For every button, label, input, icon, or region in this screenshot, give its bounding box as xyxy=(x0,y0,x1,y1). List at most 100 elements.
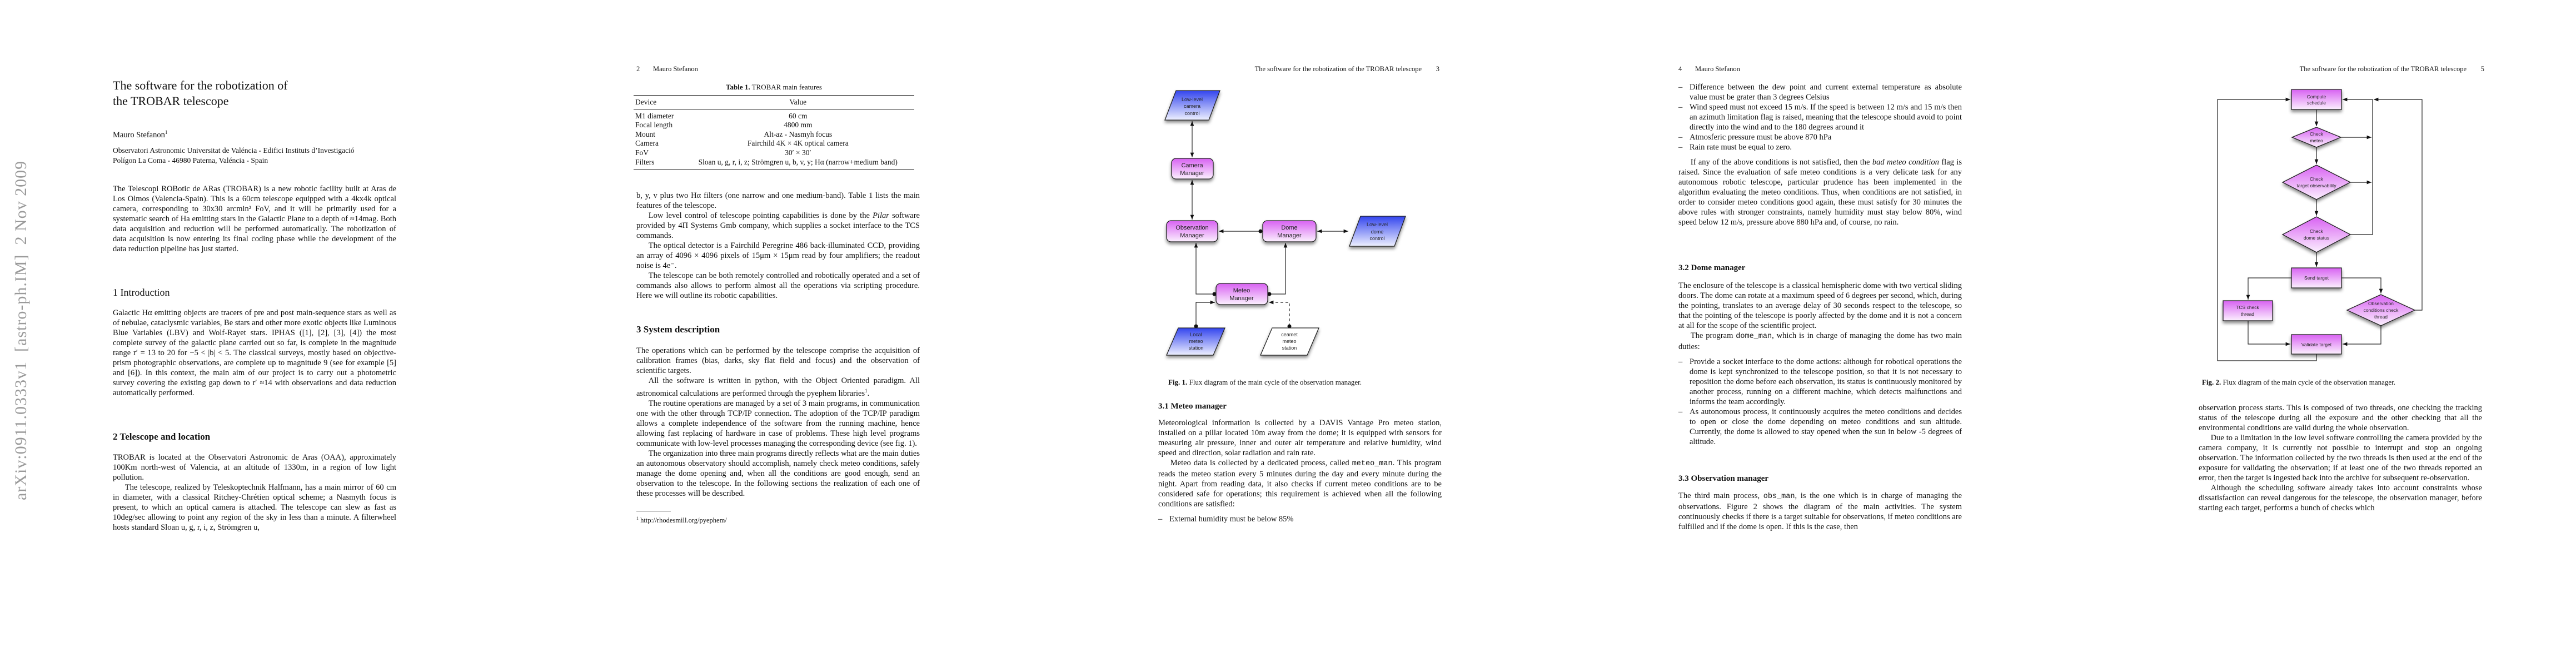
affiliation: Observatori Astronomic Universitat de Va… xyxy=(113,146,424,165)
node-check-meteo xyxy=(2291,127,2342,148)
table-cell: Mount xyxy=(635,130,656,138)
table-1: Table 1. TROBAR main features Device Val… xyxy=(634,83,914,170)
footnote: 1 http://rhodesmill.org/pyephem/ xyxy=(636,514,727,525)
text: All the software is written in python, w… xyxy=(636,376,920,398)
text: If any of the above conditions is not sa… xyxy=(1690,158,1872,167)
paragraph: The program dome_man, which is in charge… xyxy=(1678,331,1962,352)
node-label: Check xyxy=(2310,228,2324,234)
author-sup: 1 xyxy=(165,130,168,135)
node-label: Manager xyxy=(1229,295,1254,302)
program-name: meteo_man xyxy=(1352,460,1393,468)
section-heading: 2 Telescope and location xyxy=(113,431,211,442)
node-label: thread xyxy=(2374,314,2388,320)
section-dome-manager: 3.2 Dome manager The enclosure of the te… xyxy=(1678,262,1962,447)
node-ceamet-meteo-station xyxy=(1260,327,1319,356)
node-label: Meteo xyxy=(1233,287,1250,294)
list-item: –Rain rate must be equal to zero. xyxy=(1678,142,1962,152)
node-label: dome status xyxy=(2304,235,2329,241)
text: flag is raised. Since the evaluation of … xyxy=(1678,158,1962,227)
text: Low level control of telescope pointing … xyxy=(648,211,873,220)
list-item-text: Wind speed must not exceed 15 m/s. If th… xyxy=(1690,103,1962,132)
table-cell: Filters xyxy=(635,157,655,166)
node-label: station xyxy=(1282,345,1297,351)
list-item: –Provide a socket interface to the dome … xyxy=(1678,357,1962,407)
connector xyxy=(2248,321,2290,346)
running-head: Mauro Stefanon xyxy=(1695,65,1740,73)
bullet-dash: – xyxy=(1678,357,1683,366)
node-low-level-camera-control xyxy=(1164,90,1220,121)
node-send-target xyxy=(2291,267,2342,288)
list-item: –As autonomous process, it continuously … xyxy=(1678,407,1962,447)
list-item-text: As autonomous process, it continuously a… xyxy=(1690,407,1962,446)
running-header: The software for the robotization of the… xyxy=(1155,64,1439,73)
text: , is the one which is in charge of manag… xyxy=(1678,491,1962,531)
paragraph: The telescope, realized by Teleskoptechn… xyxy=(113,483,396,532)
node-label: dome xyxy=(1371,229,1384,235)
caption-label: Fig. 1. xyxy=(1168,378,1188,386)
paragraph: Galactic Hα emitting objects are tracers… xyxy=(113,308,396,397)
node-label: Manager xyxy=(1180,170,1204,177)
node-label: schedule xyxy=(2307,100,2326,106)
node-compute-schedule xyxy=(2291,89,2342,110)
node-label: Compute xyxy=(2307,94,2326,99)
footnote-mark: 1 xyxy=(636,516,639,521)
table-header: Value xyxy=(789,98,807,106)
node-local-meteo-station xyxy=(1166,327,1225,356)
paragraph: The optical detector is a Fairchild Pere… xyxy=(636,241,920,270)
paragraph: TROBAR is located at the Observatori Ast… xyxy=(113,453,396,482)
flag-name: bad meteo condition xyxy=(1872,158,1939,167)
connector-meteo-dome xyxy=(1269,243,1288,295)
node-label: Observation xyxy=(2368,301,2394,306)
table-row: Mount Alt-az - Nasmyh focus xyxy=(634,130,914,140)
table-caption: Table 1. TROBAR main features xyxy=(634,83,914,92)
fig1-connector-dots xyxy=(1194,229,1292,328)
table-cell: Alt-az - Nasmyh focus xyxy=(764,130,833,138)
page-1: The software for the robotization of the… xyxy=(113,78,396,109)
node-label: conditions check xyxy=(2364,307,2399,313)
figure-1-caption: Fig. 1. Flux diagram of the main cycle o… xyxy=(1168,378,1362,387)
text: , which is in charge of managing the dom… xyxy=(1678,331,1962,351)
text: Meteo data is collected by a dedicated p… xyxy=(1170,459,1352,467)
connector xyxy=(2341,277,2383,293)
software-name: Pilar xyxy=(873,211,889,220)
paragraph: Meteo data is collected by a dedicated p… xyxy=(1158,458,1442,509)
section-meteo-manager: 3.1 Meteo manager Meteorological informa… xyxy=(1158,401,1442,524)
list-item: –Wind speed must not exceed 15 m/s. If t… xyxy=(1678,102,1962,132)
node-label: Low-level xyxy=(1182,97,1203,102)
text: . xyxy=(867,389,870,398)
node-label: Check xyxy=(2310,131,2324,137)
node-tcs-check-thread xyxy=(2223,300,2273,321)
page-number: 3 xyxy=(1436,65,1439,73)
table-header: Device xyxy=(635,98,657,106)
text: . This program reads the meteo station e… xyxy=(1158,459,1442,509)
running-header: The software for the robotization of the… xyxy=(2200,64,2484,73)
author-name: Mauro Stefanon xyxy=(113,130,165,140)
paper-title: The software for the robotization of the… xyxy=(113,78,288,108)
bullet-dash: – xyxy=(1678,103,1683,112)
paragraph: The operations which can be performed by… xyxy=(636,346,920,375)
table-cell: 30′ × 30′ xyxy=(785,148,811,157)
fig1-connectors xyxy=(1190,121,1348,326)
paragraph: b, y, v plus two Hα filters (one narrow … xyxy=(636,191,920,210)
node-label: Check xyxy=(2310,176,2324,182)
page-number: 4 xyxy=(1678,65,1682,73)
page-5-body: observation process starts. This is comp… xyxy=(2199,403,2482,513)
table-cell: Camera xyxy=(635,139,659,148)
connector-outer-loop xyxy=(2374,97,2423,311)
table-cell: Sloan u, g, r, i, z; Strömgren u, b, v, … xyxy=(698,157,898,166)
bullet-dash: – xyxy=(1678,83,1683,92)
footnote-link[interactable]: http://rhodesmill.org/pyephem/ xyxy=(640,516,727,525)
footnote-ref: 1 xyxy=(865,388,868,394)
figure-2-diagram: Compute schedule Check meteo Check targe… xyxy=(2217,89,2423,361)
section-system-description: 3 System description The operations whic… xyxy=(636,323,920,499)
table-cell: 60 cm xyxy=(789,111,808,120)
node-label: Local xyxy=(1190,332,1202,337)
node-label: ceamet xyxy=(1281,332,1298,337)
paragraph: Although the scheduling software already… xyxy=(2199,484,2482,512)
node-label: target observability xyxy=(2296,183,2336,188)
section-heading: 1 Introduction xyxy=(113,287,170,298)
connector-local-meteo xyxy=(1195,300,1215,326)
author-line: Mauro Stefanon1 xyxy=(113,127,396,140)
